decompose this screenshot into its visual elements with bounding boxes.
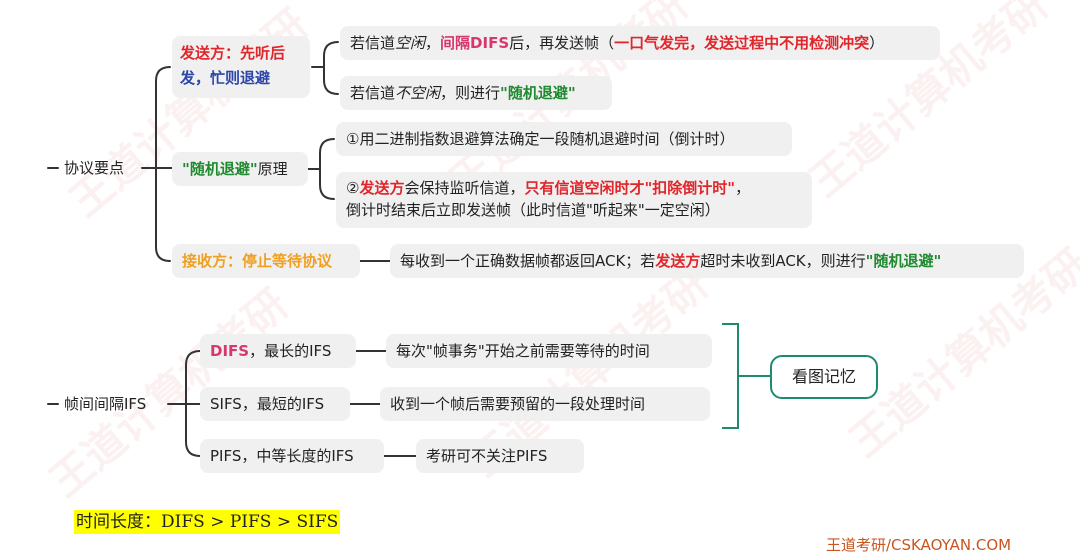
random-backoff-highlight: "随机退避" <box>500 84 576 102</box>
text: 若信道 <box>350 84 396 102</box>
root-node-ifs: 帧间间隔IFS <box>64 395 147 413</box>
text-italic: 不空闲 <box>395 84 441 102</box>
text: 后，再发送帧（ <box>509 34 615 52</box>
random-backoff-highlight: "随机退避" <box>865 252 942 270</box>
difs-highlight: 间隔DIFS <box>440 34 510 52</box>
backoff-rule-1: ①用二进制指数退避算法确定一段随机退避时间（倒计时） <box>336 122 792 156</box>
sender-highlight: 发送方 <box>359 179 405 197</box>
sender-rule-idle: 若信道空闲，间隔DIFS后，再发送帧（一口气发完，发送过程中不用检测冲突） <box>340 26 940 60</box>
receiver-node: 接收方：停止等待协议 <box>172 244 360 278</box>
receiver-rule: 每收到一个正确数据帧都返回ACK；若发送方超时未收到ACK，则进行"随机退避" <box>390 244 1024 278</box>
text: ， <box>425 34 441 52</box>
text: ，最长的IFS <box>249 342 332 360</box>
sifs-desc: 收到一个帧后需要预留的一段处理时间 <box>380 387 710 421</box>
pifs-desc: 考研可不关注PIFS <box>416 439 584 473</box>
memo-box: 看图记忆 <box>770 355 878 399</box>
sender-node: 发送方：先听后 发，忙则退避 <box>172 36 310 98</box>
sender-label-line2: 发，忙则退避 <box>180 69 271 87</box>
pifs-node: PIFS，中等长度的IFS <box>200 439 384 473</box>
difs-name: DIFS <box>210 342 250 360</box>
countdown-highlight: 只有信道空闲时才"扣除倒计时" <box>524 179 736 197</box>
difs-node: DIFS，最长的IFS <box>200 334 356 368</box>
text: ② <box>346 179 360 197</box>
text: 倒计时结束后立即发送帧（此时信道"听起来"一定空闲） <box>346 201 720 219</box>
sifs-node: SIFS，最短的IFS <box>200 387 350 421</box>
text: 会保持监听信道， <box>404 179 525 197</box>
text: ， <box>735 179 751 197</box>
sender-rule-busy: 若信道不空闲，则进行"随机退避" <box>340 76 612 110</box>
text: ，则进行 <box>440 84 501 102</box>
text: ） <box>869 34 885 52</box>
sender-highlight: 发送方 <box>655 252 701 270</box>
text: 超时未收到ACK，则进行 <box>700 252 866 270</box>
text: 每收到一个正确数据帧都返回ACK；若 <box>400 252 656 270</box>
no-collision-highlight: 一口气发完，发送过程中不用检测冲突 <box>614 34 870 52</box>
root-node-protocol: 协议要点 <box>64 159 125 177</box>
time-length-note: 时间长度：DIFS > PIFS > SIFS <box>74 510 341 534</box>
random-backoff-label: "随机退避" <box>182 160 258 178</box>
sender-label-line1: 发送方：先听后 <box>180 44 286 62</box>
difs-desc: 每次"帧事务"开始之前需要等待的时间 <box>386 334 712 368</box>
text: 若信道 <box>350 34 396 52</box>
backoff-rule-2: ②发送方会保持监听信道，只有信道空闲时才"扣除倒计时"， 倒计时结束后立即发送帧… <box>336 172 812 228</box>
backoff-node: "随机退避"原理 <box>172 152 308 186</box>
principle-label: 原理 <box>257 160 288 178</box>
text-italic: 空闲 <box>395 34 426 52</box>
